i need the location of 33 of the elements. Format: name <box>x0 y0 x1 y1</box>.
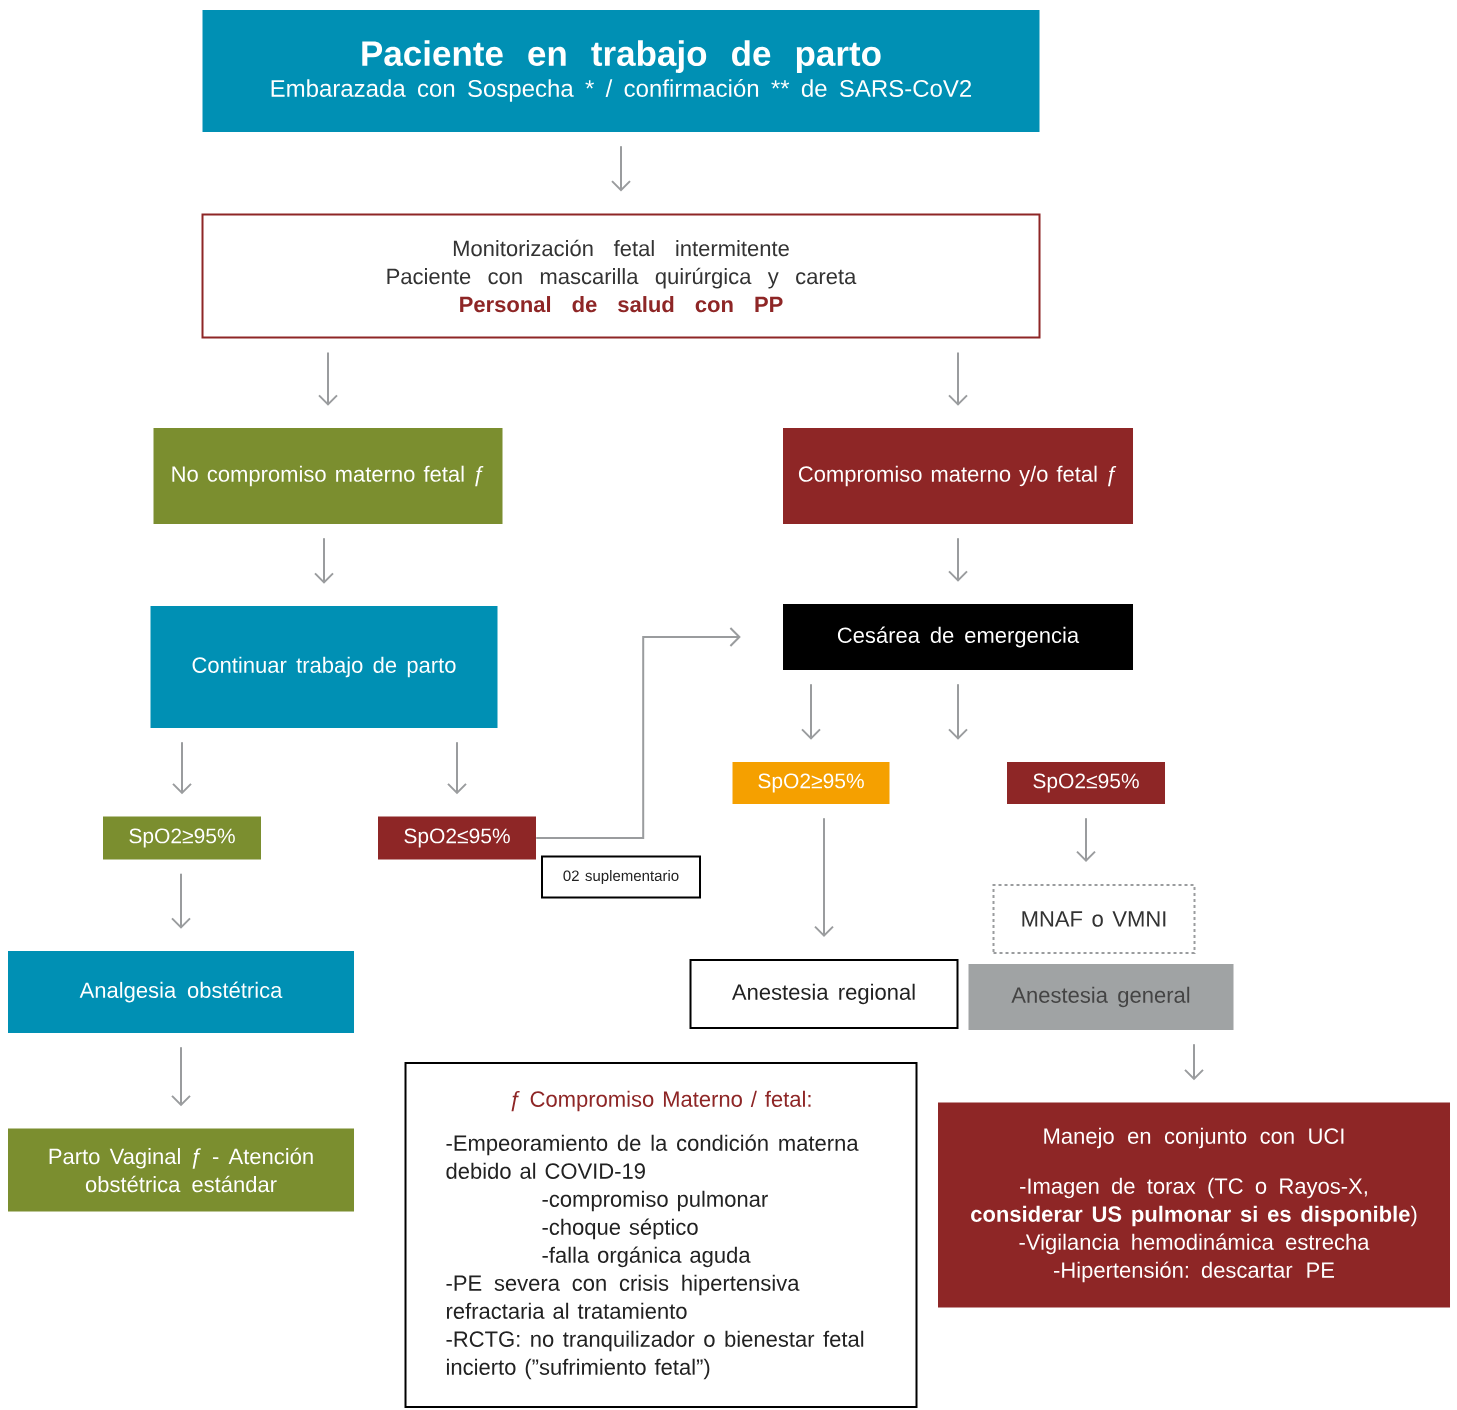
arrow <box>535 627 741 839</box>
condition-box: SpO2≤95% <box>1007 762 1165 804</box>
process-box: Continuar trabajo de parto <box>150 606 498 728</box>
condition-box: SpO2≥95% <box>103 816 261 860</box>
decision-box: No compromiso materno fetal ƒ <box>153 428 503 524</box>
arrow <box>171 1046 191 1107</box>
edge-label: 02 suplementario <box>541 855 701 899</box>
title-box: Paciente en trabajo de parto Embarazada con Sospecha * / confirmación ** de SARS-CoV2 <box>202 10 1040 132</box>
arrow <box>814 817 834 937</box>
process-box: Manejo en conjunto con UCI -Imagen de torax (TC o Rayos-X, considerar US pulmonar si es disponible) -Vigilancia hemodinámica estrecha -Hipertensión: descartar PE <box>938 1102 1450 1308</box>
arrow <box>171 872 191 929</box>
process-box: Analgesia obstétrica <box>8 951 354 1033</box>
arrow <box>447 741 467 795</box>
arrow <box>1184 1043 1204 1081</box>
note-box: ƒ Compromiso Materno / fetal: -Empeoramiento de la condición materna debido al COVID-19 -compromiso pulmonar -choque séptico -falla orgánica aguda -PE severa con crisis hipertensiva refractaria al tratamiento -RCTG: no tranquilizador o bienestar fetal incierto (”sufrimiento fetal”) <box>404 1062 918 1408</box>
process-box: Cesárea de emergencia <box>783 604 1133 670</box>
option-box: MNAF o VMNI <box>992 884 1196 954</box>
arrow <box>1076 817 1096 862</box>
arrow <box>948 683 968 740</box>
arrow <box>611 145 631 192</box>
arrow <box>172 741 192 795</box>
condition-box: SpO2≤95% <box>378 816 536 860</box>
process-box: Anestesia general <box>968 964 1234 1030</box>
process-box: Monitorización fetal intermitente Paciente con mascarilla quirúrgica y careta Personal de salud con PP <box>201 213 1041 339</box>
condition-box: SpO2≥95% <box>732 762 890 804</box>
arrow <box>801 683 821 740</box>
decision-box: Compromiso materno y/o fetal ƒ <box>783 428 1133 524</box>
arrow <box>318 351 338 406</box>
arrow <box>314 537 334 584</box>
arrow <box>948 537 968 582</box>
arrow <box>948 351 968 406</box>
outcome-box: Parto Vaginal ƒ - Atención obstétrica estándar <box>8 1128 354 1212</box>
process-box: Anestesia regional <box>689 959 959 1029</box>
